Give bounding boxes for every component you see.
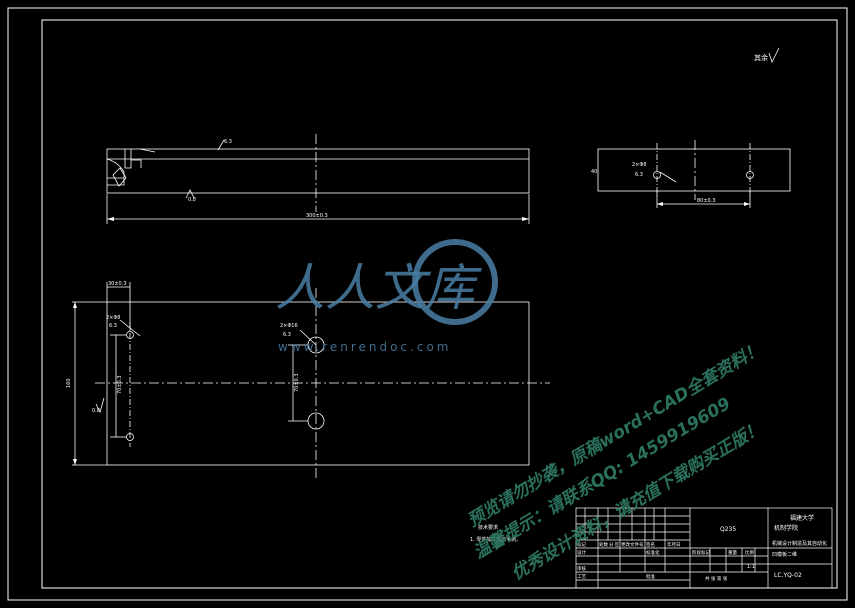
plan-view-hole-label-right-2: 6.3 bbox=[283, 332, 291, 338]
plan-view-top-dim: 30±0.3 bbox=[108, 281, 127, 287]
title-label-stage-mark: 阶段标记 bbox=[692, 549, 710, 556]
corner-mark-label: 其余 bbox=[754, 53, 768, 62]
title-code: LC.YQ-02 bbox=[774, 572, 802, 579]
front-view-small-mark: 0.8 bbox=[188, 197, 196, 203]
title-label-weight: 重量 bbox=[728, 549, 737, 556]
title-school: 福建大学 bbox=[790, 514, 814, 522]
logo-text: 人人文库 bbox=[275, 259, 482, 317]
title-label-sheets: 共 张 第 张 bbox=[705, 575, 728, 582]
title-label-review: 审核 bbox=[577, 565, 586, 572]
plan-view-vertical-dim-left: 70±0.3 bbox=[117, 375, 123, 394]
plan-view-width-dim: 160 bbox=[66, 378, 72, 388]
title-label-change-doc: 更改文件号 bbox=[621, 541, 644, 548]
plan-view-hole-label-left: 2×Φ8 bbox=[106, 315, 121, 321]
logo-ring bbox=[412, 239, 498, 325]
title-label-approve: 批准 bbox=[646, 573, 655, 580]
title-label-count: 处数 bbox=[599, 541, 608, 548]
title-label-design: 设计 bbox=[577, 549, 586, 556]
side-view-spacing-dim: 80±0.3 bbox=[697, 198, 716, 204]
outer-border bbox=[7, 7, 848, 601]
front-view bbox=[106, 134, 530, 224]
side-view bbox=[597, 140, 791, 208]
title-drawing-name: 机械设计制造及其自动化 bbox=[772, 540, 827, 547]
front-view-surface-mark: 6.3 bbox=[224, 139, 232, 145]
front-view-length-dim: 300±0.3 bbox=[306, 213, 328, 219]
title-label-date: 年月日 bbox=[667, 541, 681, 548]
notes-title: 技术要求 bbox=[478, 524, 498, 531]
title-label-sign: 签名 bbox=[646, 541, 655, 548]
roughness-corner-mark: 其余 bbox=[754, 47, 780, 64]
plan-view-vertical-dim-right: 70±0.3 bbox=[294, 373, 300, 392]
title-dept: 机制学院 bbox=[774, 524, 798, 532]
plan-view-hole-label-right: 2×Φ16 bbox=[280, 323, 298, 329]
title-material: Q235 bbox=[720, 526, 736, 533]
logo-url: www.renrendoc.com bbox=[278, 340, 451, 354]
title-label-zone: 分 区 bbox=[609, 541, 620, 548]
side-view-hole-label-2: 6.3 bbox=[635, 172, 643, 178]
title-label-standard: 标准化 bbox=[646, 549, 660, 556]
notes-text: 1. 零件加工后去毛刺。 bbox=[470, 536, 521, 543]
watermark-line-2: 温馨提示：请联系QQ: 1459919609 bbox=[470, 394, 734, 564]
inner-border bbox=[41, 19, 838, 589]
title-label-ratio: 比例 bbox=[745, 549, 754, 556]
plan-view bbox=[72, 282, 550, 480]
title-block bbox=[575, 507, 833, 589]
title-sub-name: 凹模板二维 bbox=[772, 551, 797, 558]
title-label-mark: 标记 bbox=[577, 541, 586, 548]
side-view-hole-label: 2×Φ8 bbox=[632, 162, 647, 168]
title-scale: 1:1 bbox=[747, 564, 755, 570]
side-view-height-dim: 40 bbox=[591, 169, 597, 175]
plan-view-surface-mark: 0.8 bbox=[92, 408, 100, 414]
plan-view-hole-label-left-2: 6.3 bbox=[109, 323, 117, 329]
title-label-process: 工艺 bbox=[577, 574, 586, 580]
renrendoc-logo: 人人文库 www.renrendoc.com bbox=[275, 239, 498, 354]
